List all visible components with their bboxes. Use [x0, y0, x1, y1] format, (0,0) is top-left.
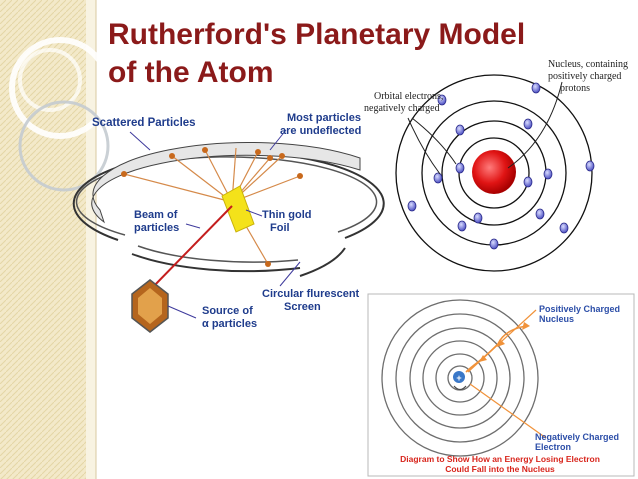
foil-label-1: Thin gold	[262, 209, 311, 221]
positive-label-2: Nucleus	[539, 314, 574, 324]
source-label-1: Source of	[202, 305, 253, 317]
source-label-2: α particles	[202, 318, 257, 330]
nucleus-label-2: positively charged	[548, 71, 621, 82]
circular-screen-inner	[75, 156, 378, 263]
alpha-source	[131, 279, 169, 333]
electrons-label-1: Orbital electrons,	[374, 91, 443, 102]
scattered-particles-label: Scattered Particles	[92, 117, 196, 129]
energy-caption-1: Diagram to Show How an Energy Losing Ele…	[400, 454, 600, 464]
screen-label-1: Circular flurescent	[262, 288, 360, 300]
electrons-label-2: negatively charged	[364, 103, 440, 114]
title-line-1: Rutherford's Planetary Model	[108, 18, 526, 51]
positive-label-1: Positively Charged	[539, 304, 620, 314]
nucleus-label-3: protons	[560, 83, 590, 94]
foil-label-2: Foil	[270, 222, 290, 234]
nucleus-sign: +	[456, 373, 461, 383]
beam-label-1: Beam of	[134, 209, 178, 221]
negative-label-1: Negatively Charged	[535, 432, 619, 442]
energy-caption-2: Could Fall into the Nucleus	[445, 464, 555, 474]
gold-foil	[221, 185, 255, 233]
nucleus-label-1: Nucleus, containing	[548, 59, 628, 70]
nucleus	[472, 150, 516, 194]
scatter-hit-dots	[121, 147, 303, 267]
electrons	[407, 82, 595, 250]
most-particles-label-2: are undeflected	[280, 125, 361, 137]
screen-label-2: Screen	[284, 301, 321, 313]
negative-label-2: Electron	[535, 442, 571, 452]
most-particles-label-1: Most particles	[287, 112, 361, 124]
beam-label-2: particles	[134, 222, 179, 234]
slide-title: Rutherford's Planetary Model of the Atom	[108, 16, 628, 92]
alpha-beam	[149, 205, 233, 291]
energy-nucleus	[453, 371, 465, 383]
title-line-2: of the Atom	[108, 56, 274, 89]
